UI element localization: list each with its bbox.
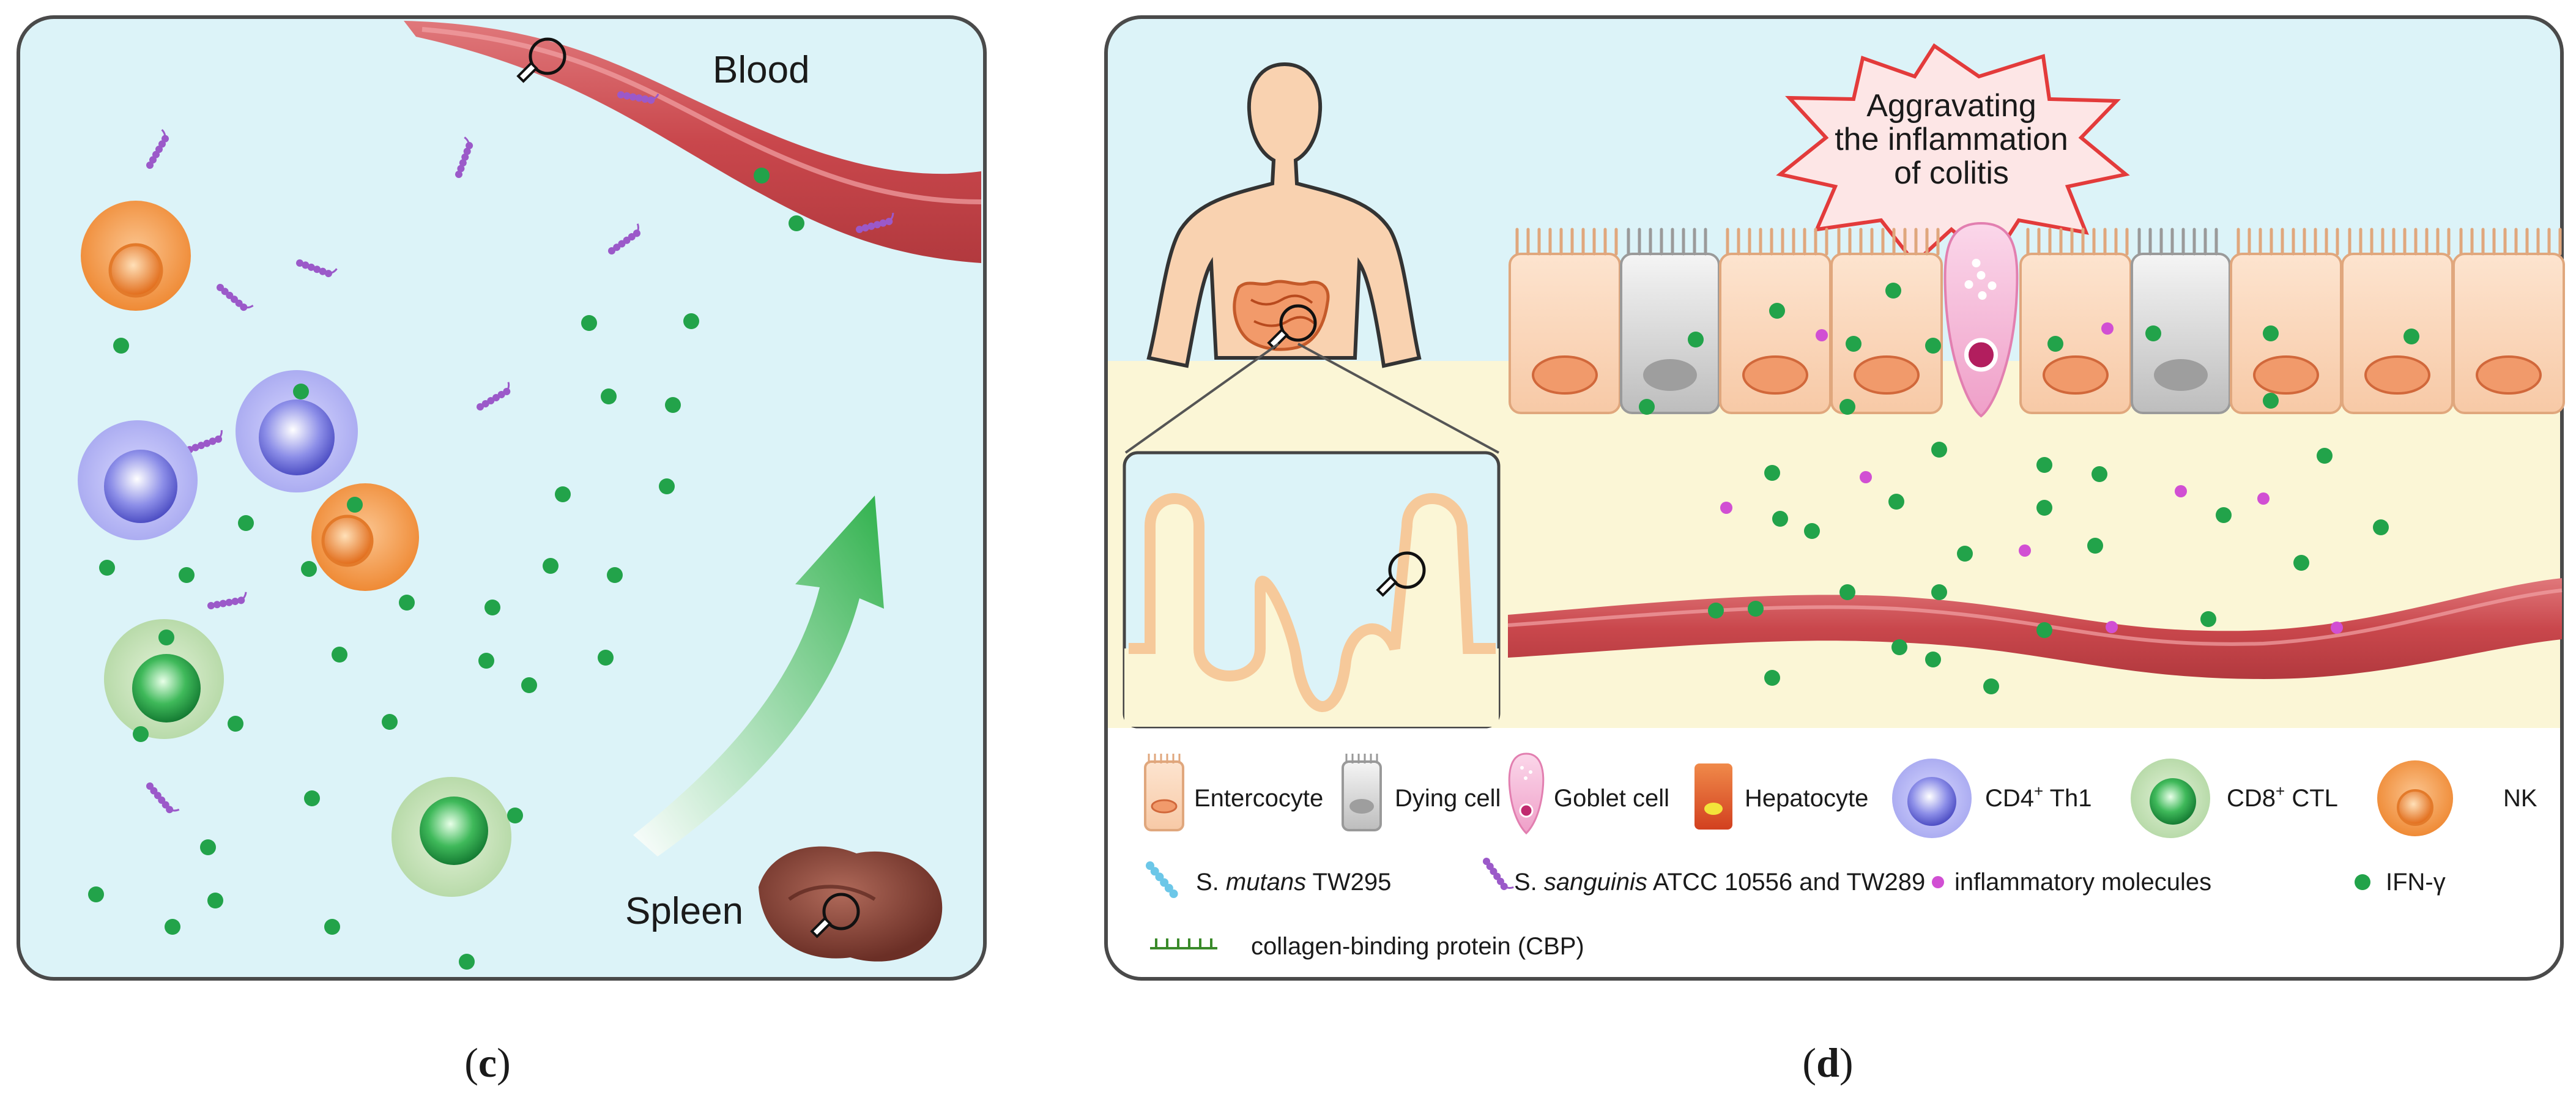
blood-vessel (404, 21, 982, 263)
legend-s-mutans: S. mutans TW295 (1146, 861, 1391, 898)
svg-text:NK: NK (2503, 785, 2537, 812)
epithelial-layer (1509, 221, 2565, 418)
svg-text:collagen-binding protein (CBP): collagen-binding protein (CBP) (1251, 933, 1584, 960)
burst-line-2: the inflammation (1835, 122, 2068, 157)
s-mutans-icon (1146, 861, 1178, 898)
svg-text:CD8+ CTL: CD8+ CTL (2227, 782, 2338, 812)
legend-inflammatory: inflammatory molecules (1932, 869, 2211, 896)
legend-cbp: collagen-binding protein (CBP) (1150, 933, 1584, 960)
legend-s-sanguinis: S. sanguinis ATCC 10556 and TW289 (1480, 853, 1925, 896)
spleen (759, 846, 943, 962)
goblet-cell (1943, 221, 2019, 418)
svg-text:Goblet cell: Goblet cell (1554, 785, 1669, 812)
spleen-label: Spleen (625, 890, 743, 932)
svg-text:Entercocyte: Entercocyte (1194, 785, 1323, 812)
legend-entercocyte: Entercocyte (1144, 754, 1323, 831)
blood-vessel (1507, 578, 2563, 679)
svg-text:S. mutans TW295: S. mutans TW295 (1196, 869, 1391, 896)
legend-dying-cell: Dying cell (1342, 754, 1501, 831)
legend-goblet-cell: Goblet cell (1508, 752, 1669, 835)
svg-text:S. sanguinis ATCC 10556 and TW: S. sanguinis ATCC 10556 and TW289 (1514, 869, 1925, 896)
legend-nk: NK (2377, 760, 2537, 836)
svg-text:CD4+ Th1: CD4+ Th1 (1985, 782, 2092, 812)
blood-label: Blood (713, 49, 810, 91)
nk-cell (81, 201, 191, 311)
burst-line-3: of colitis (1894, 155, 2009, 191)
burst-line-1: Aggravating (1866, 88, 2036, 124)
legend: Entercocyte Dying cell Goblet cell Hepat… (1144, 752, 2537, 960)
cd8-ctl-cell (104, 619, 224, 739)
enterocyte-cell (1719, 228, 1832, 414)
svg-text:Hepatocyte: Hepatocyte (1745, 785, 1868, 812)
zoom-line (1124, 343, 1280, 454)
villi-inset (1123, 451, 1501, 729)
ifn-dots (88, 168, 804, 970)
enterocyte-cell (2230, 228, 2342, 414)
enterocyte-cell (1509, 228, 1621, 414)
svg-text:Dying cell: Dying cell (1395, 785, 1501, 812)
zoom-line (1297, 343, 1499, 454)
enterocyte-cell (2452, 228, 2565, 414)
inflammation-burst: Aggravating the inflammation of colitis (1776, 43, 2130, 266)
dying-cell (2131, 228, 2231, 414)
migration-arrow (633, 496, 884, 856)
panel-c-label: (c) (464, 1039, 511, 1086)
enterocyte-cell (2341, 228, 2454, 414)
nk-cell (311, 483, 419, 591)
legend-ifn: IFN-γ (2355, 869, 2446, 896)
cd8-ctl-cell (392, 777, 511, 897)
enterocyte-cell (1830, 228, 1943, 414)
legend-hepatocyte: Hepatocyte (1694, 763, 1868, 830)
inflammatory-dots (1720, 322, 2343, 634)
ifn-dots (1639, 283, 2419, 694)
cd4-th1-cell (236, 370, 358, 492)
panel-c: Blood (17, 15, 987, 981)
legend-cd4-th1: CD4+ Th1 (1892, 759, 2092, 838)
enterocyte-cell (2019, 228, 2132, 414)
panel-d-label: (d) (1802, 1039, 1853, 1086)
legend-cd8-ctl: CD8+ CTL (2131, 759, 2338, 838)
panel-d: Aggravating the inflammation of colitis (1104, 15, 2565, 981)
dying-cell (1620, 228, 1720, 414)
panel-d-frame (1104, 15, 2564, 981)
svg-text:inflammatory molecules: inflammatory molecules (1954, 869, 2211, 896)
svg-text:IFN-γ: IFN-γ (2386, 869, 2446, 896)
cd4-th1-cell (78, 420, 198, 540)
